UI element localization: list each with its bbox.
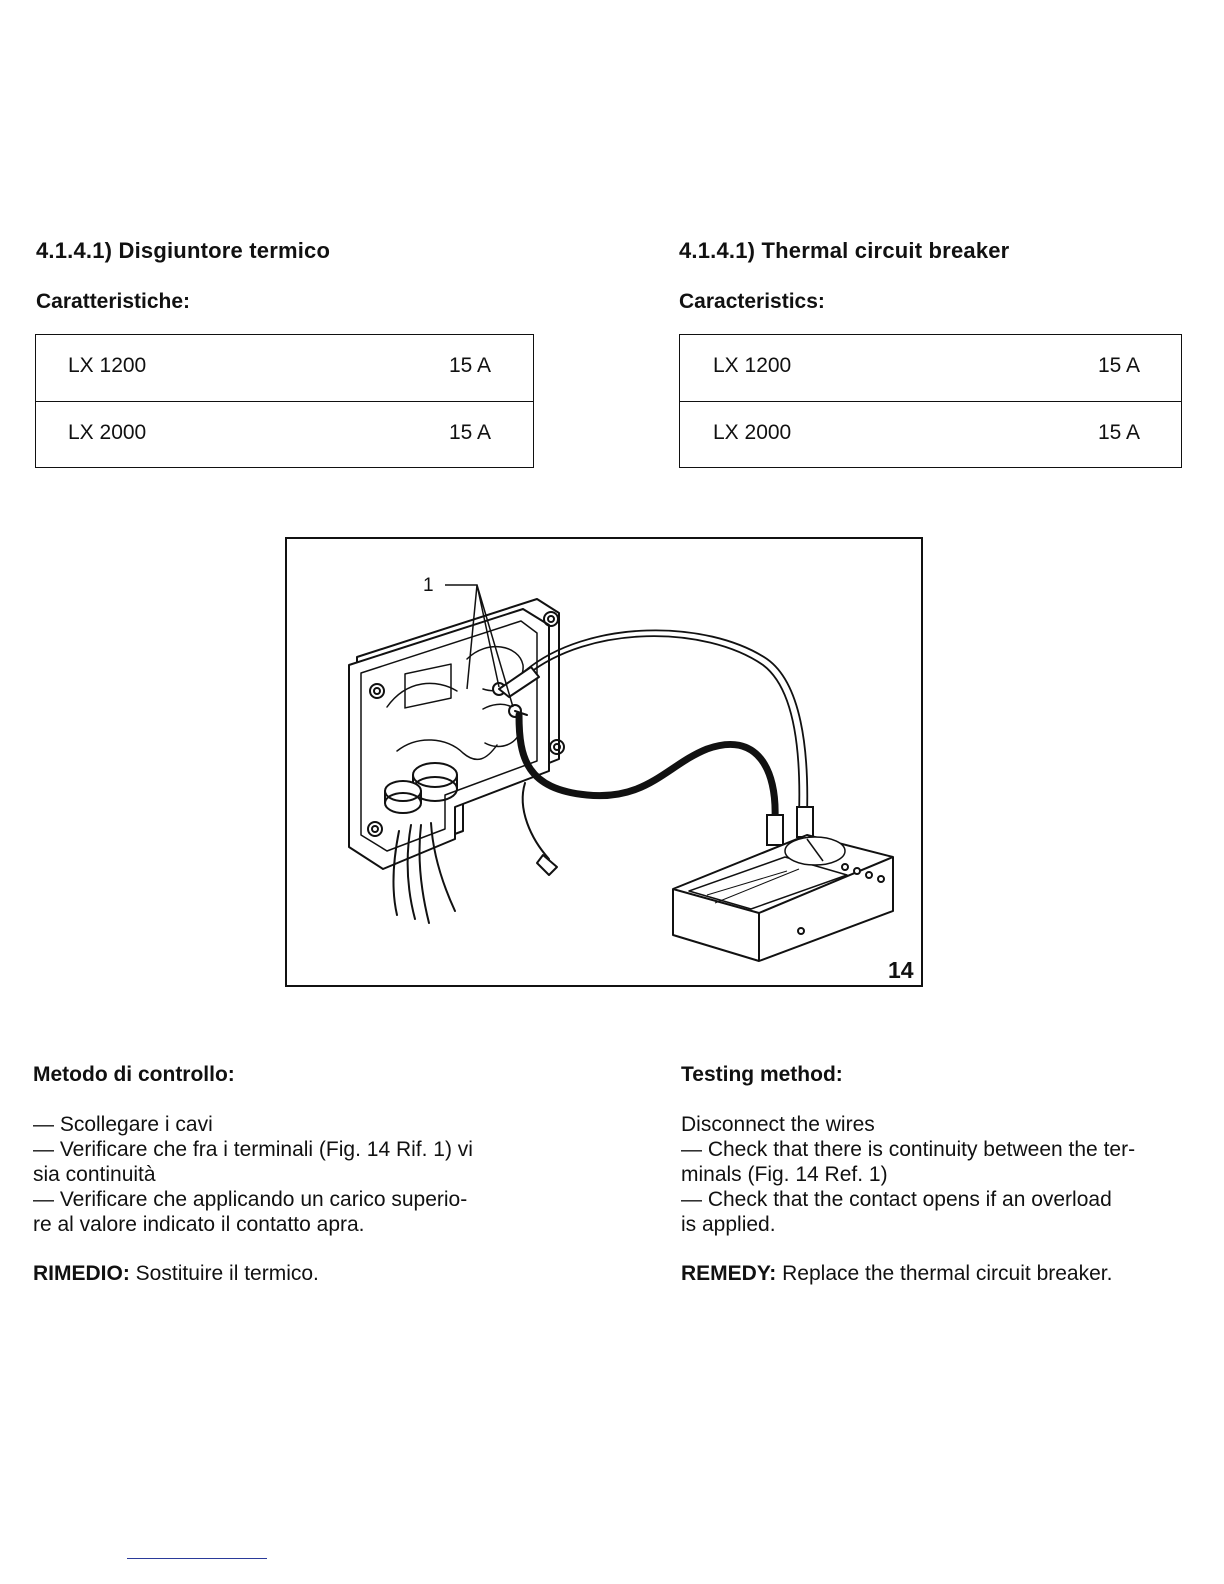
characteristics-title-en: Caracteristics: [679,290,825,313]
remedy-it: RIMEDIO: Sostituire il termico. [33,1262,319,1286]
footer-rule [127,1558,267,1559]
remedy-label: RIMEDIO: [33,1262,130,1285]
method-text-en: Disconnect the wires — Check that there … [681,1112,1196,1237]
method-line: — Check that there is continuity between… [681,1138,1136,1161]
remedy-en: REMEDY: Replace the thermal circuit brea… [681,1262,1112,1286]
spec-table-en: LX 1200 15 A LX 2000 15 A [679,334,1182,468]
spec-model: LX 1200 [68,354,147,377]
section-heading-en: 4.1.4.1) Thermal circuit breaker [679,238,1010,263]
spec-value: 15 A [449,354,492,377]
spec-row: LX 1200 15 A [36,335,533,401]
remedy-text: Replace the thermal circuit breaker. [782,1262,1113,1285]
spec-model: LX 2000 [68,421,147,444]
spec-model: LX 2000 [713,421,792,444]
remedy-label: REMEDY: [681,1262,777,1285]
method-line: — Verificare che applicando un carico su… [33,1188,468,1211]
method-line: — Verificare che fra i terminali (Fig. 1… [33,1138,473,1161]
spec-value: 15 A [1098,354,1141,377]
method-line: — Scollegare i cavi [33,1113,213,1136]
spec-value: 15 A [449,421,492,444]
method-text-it: — Scollegare i cavi — Verificare che fra… [33,1112,543,1237]
method-line: minals (Fig. 14 Ref. 1) [681,1163,888,1186]
figure-14: 1 14 [285,537,923,987]
thermal-breaker-test-illustration [348,584,894,962]
method-title-it: Metodo di controllo: [33,1063,235,1086]
method-line: is applied. [681,1213,776,1236]
spec-row: LX 2000 15 A [680,401,1181,468]
method-line: Disconnect the wires [681,1113,875,1136]
section-heading-it: 4.1.4.1) Disgiuntore termico [36,238,331,263]
method-line: sia continuità [33,1163,156,1186]
remedy-text: Sostituire il termico. [135,1262,319,1285]
method-line: — Check that the contact opens if an ove… [681,1188,1112,1211]
spec-value: 15 A [1098,421,1141,444]
callout-1-label: 1 [423,575,434,596]
spec-model: LX 1200 [713,354,792,377]
spec-table-it: LX 1200 15 A LX 2000 15 A [35,334,534,468]
method-line: re al valore indicato il contatto apra. [33,1213,365,1236]
method-title-en: Testing method: [681,1063,843,1086]
spec-row: LX 1200 15 A [680,335,1181,401]
spec-row: LX 2000 15 A [36,401,533,468]
figure-number: 14 [888,957,914,983]
characteristics-title-it: Caratteristiche: [36,290,191,313]
